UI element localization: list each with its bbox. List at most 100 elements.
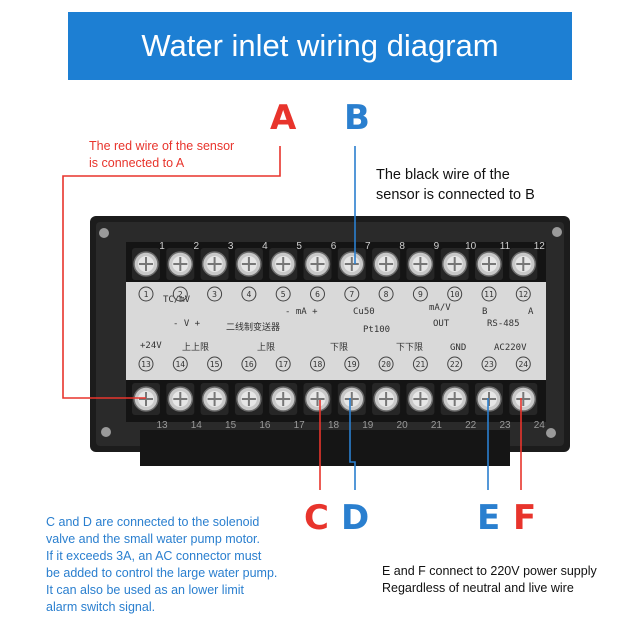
corner-screws bbox=[99, 227, 562, 438]
label-a: A bbox=[528, 307, 534, 317]
plate-terminal-number: 24 bbox=[518, 360, 528, 369]
label-gnd: GND bbox=[450, 343, 466, 353]
letter-e: E bbox=[477, 498, 501, 538]
plate-terminal-number: 4 bbox=[246, 290, 251, 299]
label-v: - V + bbox=[173, 319, 201, 329]
label-mav: mA/V bbox=[429, 303, 451, 313]
letter-f: F bbox=[513, 498, 537, 538]
note-cd-line: be added to control the large water pump… bbox=[46, 566, 278, 580]
title: Water inlet wiring diagram bbox=[141, 28, 499, 63]
note-a-line1: The red wire of the sensor bbox=[89, 139, 235, 153]
plate-terminal-circle: 24 bbox=[515, 356, 531, 372]
plate-terminal-number: 3 bbox=[212, 290, 217, 299]
terminal-screw bbox=[269, 248, 298, 280]
terminal-screw bbox=[475, 383, 503, 415]
top-screws bbox=[132, 248, 538, 280]
terminal-screw bbox=[166, 383, 195, 415]
label-upper-upper-limit: 上上限 bbox=[182, 342, 209, 353]
label-ac220v: AC220V bbox=[494, 343, 527, 353]
plate-terminal-number: 18 bbox=[313, 360, 323, 369]
terminal-screw bbox=[132, 383, 160, 415]
terminal-number: 19 bbox=[362, 420, 374, 431]
terminal-number: 6 bbox=[331, 241, 337, 252]
note-ef-line2: Regardless of neutral and live wire bbox=[382, 581, 574, 595]
terminal-screw bbox=[200, 248, 229, 280]
note-a: The red wire of the sensor is connected … bbox=[89, 138, 234, 172]
plate-terminal-circle: 4 bbox=[241, 286, 257, 302]
terminal-screw bbox=[372, 248, 401, 280]
plate-terminal-number: 14 bbox=[175, 360, 185, 369]
terminal-number: 10 bbox=[465, 241, 477, 252]
terminal-number: 7 bbox=[365, 241, 371, 252]
letter-d: D bbox=[341, 498, 370, 538]
wire-a bbox=[62, 146, 281, 399]
note-b-line1: The black wire of the bbox=[376, 167, 510, 183]
terminal-number: 3 bbox=[228, 241, 234, 252]
plate-terminal-number: 13 bbox=[141, 360, 151, 369]
letter-b: B bbox=[344, 98, 370, 138]
label-lower-limit: 下限 bbox=[330, 342, 348, 353]
plate-terminal-circle: 17 bbox=[275, 356, 291, 372]
plate-terminal-circle: 23 bbox=[481, 356, 497, 372]
plate-terminal-number: 2 bbox=[178, 290, 183, 299]
plate-terminal-number: 22 bbox=[450, 360, 460, 369]
note-ef: E and F connect to 220V power supply Reg… bbox=[382, 563, 597, 597]
plate-terminal-number: 9 bbox=[418, 290, 423, 299]
bottom-screws bbox=[132, 383, 538, 415]
plate-terminal-circle: 8 bbox=[378, 286, 394, 302]
label-ma: - mA + bbox=[285, 307, 318, 317]
plate-terminal-circle: 5 bbox=[275, 286, 291, 302]
terminal-screw bbox=[303, 383, 332, 415]
plate-terminal-circle: 11 bbox=[481, 286, 497, 302]
plate-terminal-circle: 9 bbox=[412, 286, 428, 302]
plate-terminal-number: 20 bbox=[381, 360, 391, 369]
terminal-screw bbox=[200, 383, 229, 415]
label-b: B bbox=[482, 307, 487, 317]
terminal-number: 5 bbox=[296, 241, 302, 252]
wire-d bbox=[349, 398, 356, 490]
note-a-line2: is connected to A bbox=[89, 156, 185, 170]
label-two-wire-transmitter: 二线制变送器 bbox=[226, 321, 280, 333]
note-cd: C and D are connected to the solenoid va… bbox=[46, 514, 277, 616]
plate-terminal-number: 12 bbox=[518, 290, 528, 299]
terminal-screw bbox=[234, 383, 263, 415]
terminal-number: 17 bbox=[294, 420, 306, 431]
plate-terminal-number: 10 bbox=[450, 290, 460, 299]
label-24v: +24V bbox=[140, 341, 162, 351]
terminal-screw bbox=[406, 383, 435, 415]
terminal-number: 21 bbox=[431, 420, 443, 431]
note-cd-line: If it exceeds 3A, an AC connector must bbox=[46, 549, 262, 563]
plate-terminal-number: 16 bbox=[244, 360, 254, 369]
terminal-screw bbox=[337, 248, 366, 280]
letter-a: A bbox=[270, 98, 297, 138]
terminal-number: 8 bbox=[399, 241, 405, 252]
note-b-line2: sensor is connected to B bbox=[376, 187, 535, 203]
note-cd-line: alarm switch signal. bbox=[46, 600, 156, 614]
note-b: The black wire of the sensor is connecte… bbox=[376, 165, 535, 205]
plate-terminal-circle: 3 bbox=[207, 286, 223, 302]
terminal-screw bbox=[132, 248, 160, 280]
terminal-screw bbox=[509, 248, 538, 280]
label-rs485: RS-485 bbox=[487, 319, 520, 329]
label-pt: Pt100 bbox=[363, 325, 390, 335]
terminal-screw bbox=[475, 248, 503, 280]
terminal-number: 1 bbox=[159, 241, 165, 252]
terminal-number: 13 bbox=[156, 420, 168, 431]
plate-terminal-circle: 15 bbox=[207, 356, 223, 372]
label-cu: Cu50 bbox=[353, 307, 375, 317]
plate-terminal-circle: 1 bbox=[138, 286, 154, 302]
terminal-number: 4 bbox=[262, 241, 268, 252]
plate-terminal-number: 7 bbox=[349, 290, 354, 299]
plate-terminal-number: 11 bbox=[484, 290, 494, 299]
plate-terminal-circle: 19 bbox=[344, 356, 360, 372]
plate-terminal-number: 15 bbox=[210, 360, 220, 369]
terminal-screw bbox=[234, 248, 263, 280]
terminal-screw bbox=[166, 248, 195, 280]
terminal-number: 12 bbox=[534, 241, 546, 252]
terminal-screw bbox=[303, 248, 332, 280]
terminal-screw bbox=[406, 248, 435, 280]
